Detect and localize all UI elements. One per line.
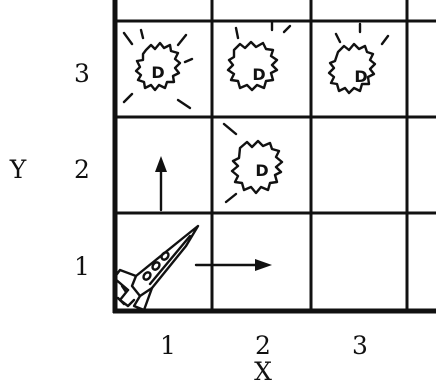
x-tick-1: 1 xyxy=(160,331,176,360)
asteroid-icon xyxy=(134,41,182,92)
asteroid-icon xyxy=(327,42,377,95)
grid xyxy=(112,0,436,314)
y-tick-1: 1 xyxy=(74,252,90,281)
x-tick-2: 2 xyxy=(255,331,271,360)
explosion-rays xyxy=(334,22,390,46)
explosion-rays xyxy=(234,20,292,40)
asteroid-3-3: D xyxy=(327,22,390,95)
asteroid-2-3: D xyxy=(226,20,292,92)
explosion-rays xyxy=(122,28,194,110)
asteroid-2-2: D xyxy=(222,122,284,204)
y-axis-label: Y xyxy=(9,155,27,184)
asteroid-icon xyxy=(226,40,279,92)
axis-labels: 3 2 1 Y 1 2 3 X xyxy=(9,59,368,386)
asteroid-icon xyxy=(230,139,284,195)
x-tick-3: 3 xyxy=(352,331,368,360)
up-arrow-icon xyxy=(155,156,167,212)
asteroid-label: D xyxy=(151,63,164,82)
asteroid-label: D xyxy=(252,65,265,84)
x-axis-label: X xyxy=(254,357,272,386)
asteroid-label: D xyxy=(255,161,268,180)
right-arrow-icon xyxy=(194,259,272,271)
y-tick-3: 3 xyxy=(74,59,90,88)
explosion-rays xyxy=(222,122,238,204)
asteroid-1-3: D xyxy=(122,28,194,110)
rocket-ship-icon xyxy=(112,224,200,312)
y-tick-2: 2 xyxy=(74,155,90,184)
asteroid-label: D xyxy=(354,67,367,86)
